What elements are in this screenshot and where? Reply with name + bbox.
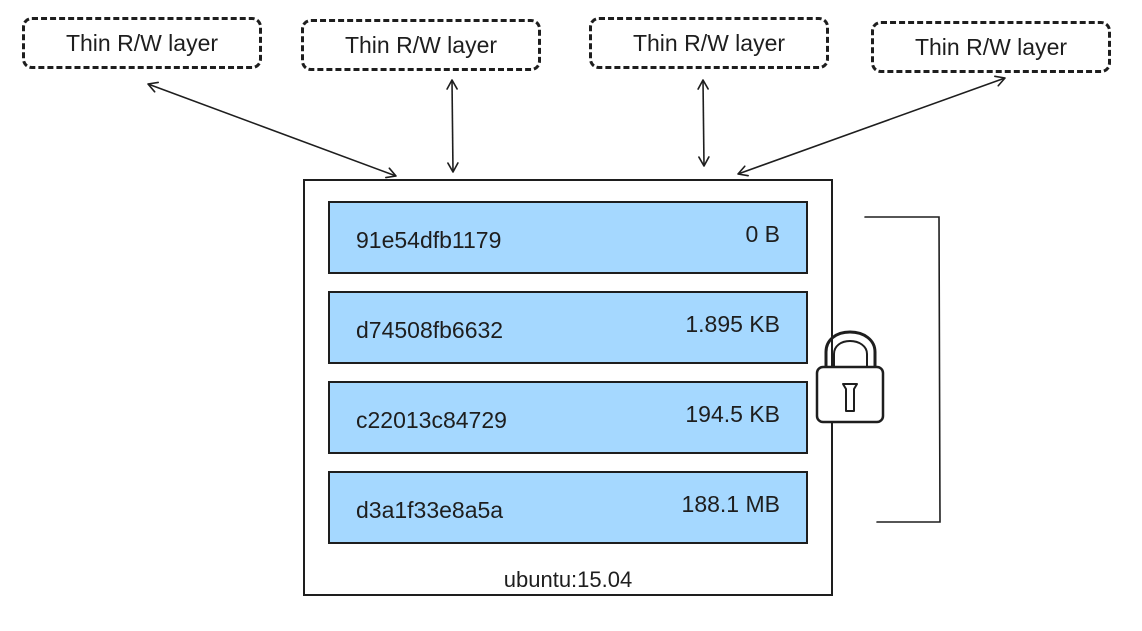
image-layer-2: d74508fb6632 1.895 KB: [328, 291, 808, 364]
layer-size: 0 B: [745, 221, 780, 247]
image-name: ubuntu:15.04: [503, 567, 633, 592]
double-arrow-icon: [147, 81, 397, 179]
rw-layer-label: Thin R/W layer: [344, 31, 498, 58]
rw-layer-label: Thin R/W layer: [914, 33, 1068, 60]
image-layer-4: d3a1f33e8a5a 188.1 MB: [328, 471, 808, 544]
image-layer-1: 91e54dfb1179 0 B: [328, 201, 808, 274]
layer-size: 188.1 MB: [681, 491, 780, 517]
rw-layer-box-1: Thin R/W layer: [22, 17, 262, 69]
rw-layer-label: Thin R/W layer: [632, 29, 786, 56]
layer-id: 91e54dfb1179: [356, 227, 502, 253]
layer-size: 1.895 KB: [685, 311, 780, 337]
image-layer-3: c22013c84729 194.5 KB: [328, 381, 808, 454]
rw-layer-label: Thin R/W layer: [65, 29, 219, 56]
rw-layer-box-4: Thin R/W layer: [871, 21, 1111, 73]
layer-id: c22013c84729: [356, 407, 507, 433]
image-frame: 91e54dfb1179 0 B d74508fb6632 1.895 KB c…: [303, 179, 833, 596]
rw-layer-box-3: Thin R/W layer: [589, 17, 829, 69]
layer-id: d3a1f33e8a5a: [356, 497, 504, 523]
double-arrow-icon: [697, 79, 710, 167]
bracket-icon: [864, 216, 941, 523]
double-arrow-icon: [737, 75, 1006, 177]
layer-size: 194.5 KB: [685, 401, 780, 427]
double-arrow-icon: [446, 79, 459, 173]
rw-layer-box-2: Thin R/W layer: [301, 19, 541, 71]
layer-id: d74508fb6632: [356, 317, 504, 343]
